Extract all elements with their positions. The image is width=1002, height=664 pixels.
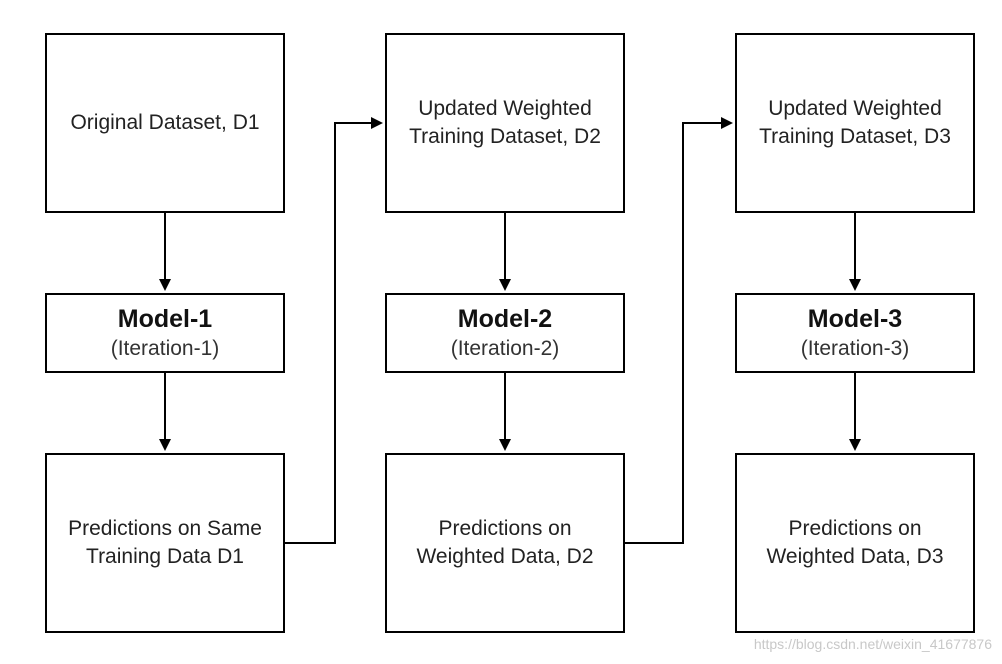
model-iteration-label: (Iteration-3) (800, 337, 910, 360)
model-3-node: Model-3 (Iteration-3) (735, 293, 975, 373)
node-text-line: Weighted Data, D3 (766, 545, 944, 568)
predictions-3-node: Predictions on Weighted Data, D3 (735, 453, 975, 633)
node-text-line: Original Dataset, D1 (70, 111, 260, 134)
model-2-node: Model-2 (Iteration-2) (385, 293, 625, 373)
model-title: Model-3 (807, 305, 903, 333)
model-1-node: Model-1 (Iteration-1) (45, 293, 285, 373)
model-title: Model-2 (457, 305, 553, 333)
weighted-dataset-3-node: Updated Weighted Training Dataset, D3 (735, 33, 975, 213)
edge-predictions2-to-dataset3 (625, 117, 733, 544)
edge-predictions1-to-dataset2 (285, 117, 383, 544)
weighted-dataset-2-node: Updated Weighted Training Dataset, D2 (385, 33, 625, 213)
node-text-line: Predictions on (438, 517, 572, 540)
model-iteration-label: (Iteration-2) (450, 337, 560, 360)
predictions-2-node: Predictions on Weighted Data, D2 (385, 453, 625, 633)
node-text-line: Updated Weighted (768, 97, 942, 120)
node-text-line: Training Data D1 (86, 545, 244, 568)
node-text-line: Training Dataset, D2 (409, 125, 601, 148)
watermark-url: https://blog.csdn.net/weixin_41677876 (753, 636, 992, 652)
original-dataset-node: Original Dataset, D1 (45, 33, 285, 213)
predictions-1-node: Predictions on Same Training Data D1 (45, 453, 285, 633)
node-text-line: Weighted Data, D2 (416, 545, 594, 568)
model-iteration-label: (Iteration-1) (110, 337, 220, 360)
model-title: Model-1 (117, 305, 213, 333)
node-text-line: Predictions on (788, 517, 922, 540)
node-text-line: Predictions on Same (68, 517, 262, 540)
node-text-line: Updated Weighted (418, 97, 592, 120)
node-text-line: Training Dataset, D3 (759, 125, 951, 148)
